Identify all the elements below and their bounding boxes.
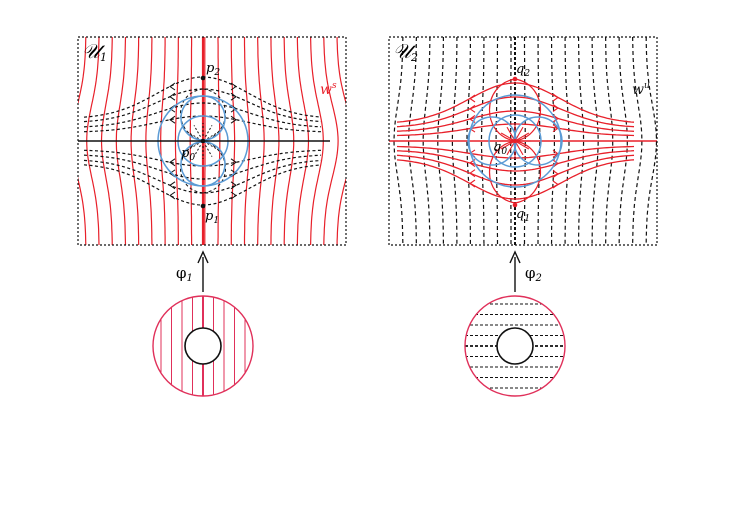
dashed-orbit (83, 102, 322, 128)
red-orbit-arrowhead (552, 114, 559, 123)
left-point-p2: p2 (200, 61, 220, 81)
orbit-arrowhead (169, 82, 176, 91)
right-map-arrow (509, 250, 521, 292)
radial-dash (193, 125, 201, 137)
dashed-orbit (83, 115, 322, 133)
right-point-q1: q1 (512, 202, 530, 224)
red-orbit-arrowhead (552, 159, 559, 168)
red-orbit (396, 159, 635, 200)
svg-text:q0: q0 (493, 140, 507, 157)
red-orbit (396, 150, 635, 172)
svg-text:q2: q2 (516, 62, 530, 79)
orbit-arrowhead (230, 181, 237, 190)
right-annulus (464, 295, 566, 397)
red-orbit (396, 82, 635, 123)
right-panel: 𝒰2 wu q2 q0 q1 (388, 36, 658, 246)
orbit-arrowhead (169, 158, 176, 167)
orbit-arrowhead (230, 191, 237, 200)
radial-dash (205, 145, 213, 157)
red-orbit-arrowhead (469, 179, 476, 188)
red-radial (514, 132, 530, 142)
right-unstable-orbits (389, 78, 657, 204)
red-orbit-arrowhead (469, 169, 476, 178)
orbit-arrowhead (230, 92, 237, 101)
left-panel-frame (77, 36, 347, 246)
red-orbit (396, 145, 635, 159)
red-orbit-arrowhead (552, 93, 559, 102)
left-panel: 𝒰1 ws p2 p0 p1 (77, 36, 347, 246)
red-orbit (396, 154, 635, 186)
red-loop (489, 78, 516, 142)
svg-text:p2: p2 (206, 61, 220, 78)
red-orbit-arrowhead (469, 94, 476, 103)
left-panel-title: 𝒰1 (82, 39, 107, 64)
orbit-arrowhead (169, 92, 176, 101)
right-blue-circles (467, 94, 563, 188)
right-point-q0: q0 (493, 138, 518, 157)
left-map-label: φ1 (176, 264, 193, 284)
orbit-arrowhead (169, 191, 176, 200)
blue-large-circle (468, 94, 562, 188)
right-map-label: φ2 (525, 264, 542, 284)
dashed-orbit (83, 149, 322, 167)
orbit-arrowhead (169, 181, 176, 190)
svg-text:q1: q1 (516, 207, 530, 224)
red-radial (514, 140, 530, 150)
left-point-p1: p1 (200, 203, 219, 226)
blue-middle-circle (488, 114, 542, 168)
right-panel-frame (388, 36, 658, 246)
dashed-orbit (83, 164, 322, 206)
left-annulus-hole (184, 327, 222, 365)
svg-text:p0: p0 (181, 146, 195, 163)
red-radial (500, 140, 516, 150)
red-orbit-arrowhead (552, 170, 559, 178)
red-loop (514, 78, 541, 142)
right-point-q2: q2 (512, 62, 530, 82)
radial-dash (205, 125, 213, 137)
svg-text:p1: p1 (205, 209, 219, 226)
right-foliation-label: wu (632, 81, 650, 98)
red-orbit (396, 123, 635, 137)
left-dashed-orbits (83, 76, 322, 206)
left-annulus (152, 295, 254, 397)
red-orbit (396, 96, 635, 128)
red-loop (489, 140, 516, 204)
right-annulus-hole (496, 327, 534, 365)
stable-leaf-line (336, 37, 346, 245)
stable-leaf-line (78, 37, 87, 245)
red-orbit-arrowhead (469, 104, 476, 113)
orbit-arrowhead (230, 82, 237, 91)
orbit-arrowhead (230, 115, 237, 124)
red-loop (514, 140, 541, 204)
red-orbit-arrowhead (552, 104, 559, 112)
red-orbit-arrowhead (552, 180, 559, 189)
left-map-arrow (197, 250, 209, 292)
red-orbit (396, 110, 635, 132)
orbit-arrowhead (169, 115, 176, 124)
orbit-arrowhead (230, 158, 237, 167)
red-radial (500, 132, 516, 142)
left-point-p0: p0 (181, 138, 206, 163)
stable-leaf-line (323, 37, 339, 245)
left-foliation-label: ws (320, 81, 337, 98)
right-panel-title: 𝒰2 (393, 39, 418, 64)
dashed-orbit (83, 154, 322, 180)
dashed-orbit (83, 76, 322, 118)
